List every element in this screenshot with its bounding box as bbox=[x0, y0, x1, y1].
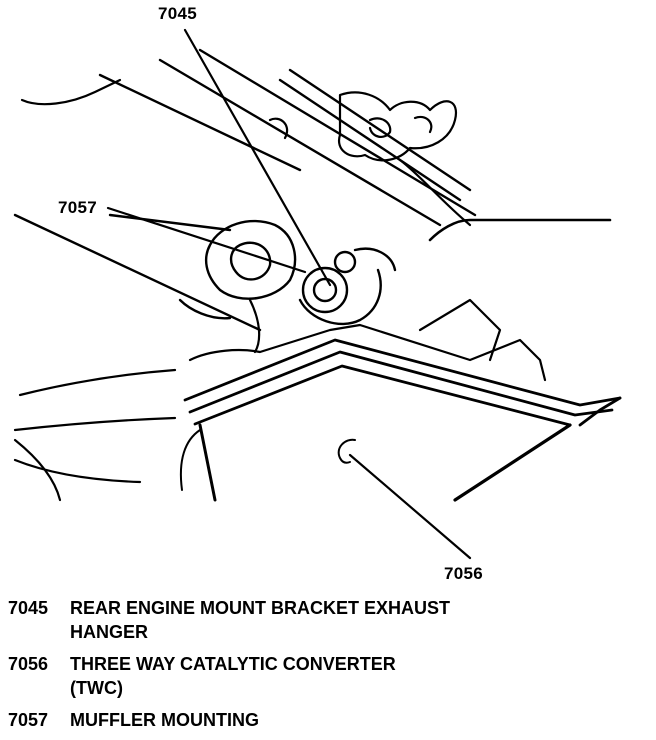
hanger-bracket bbox=[178, 219, 397, 326]
catalytic-converter bbox=[179, 338, 622, 502]
callout-7045: 7045 bbox=[158, 4, 198, 23]
engine-mount-detail bbox=[268, 91, 612, 242]
underbody-lines bbox=[13, 368, 177, 502]
mount-heat-shield bbox=[188, 298, 547, 382]
leader-7045 bbox=[183, 28, 332, 287]
legend-item: 7056 THREE WAY CATALYTIC CONVERTER (TWC) bbox=[8, 652, 648, 700]
exhaust-hanger-illustration bbox=[13, 28, 622, 560]
callout-7056: 7056 bbox=[444, 564, 484, 583]
frame-rails bbox=[13, 48, 477, 332]
body-contour-top bbox=[20, 78, 122, 106]
leader-7056 bbox=[348, 453, 472, 560]
legend-description: THREE WAY CATALYTIC CONVERTER (TWC) bbox=[70, 654, 396, 698]
legend-description: MUFFLER MOUNTING bbox=[70, 710, 259, 730]
converter-mark bbox=[337, 438, 356, 464]
legend-number: 7057 bbox=[8, 710, 49, 730]
legend-item: 7045 REAR ENGINE MOUNT BRACKET EXHAUST H… bbox=[8, 596, 648, 644]
parts-legend: 7045 REAR ENGINE MOUNT BRACKET EXHAUST H… bbox=[8, 596, 648, 740]
legend-description: REAR ENGINE MOUNT BRACKET EXHAUST HANGER bbox=[70, 598, 451, 642]
callout-7057: 7057 bbox=[58, 198, 98, 217]
legend-item: 7057 MUFFLER MOUNTING bbox=[8, 708, 648, 732]
leader-lines bbox=[106, 28, 472, 560]
legend-number: 7056 bbox=[8, 654, 49, 674]
legend-number: 7045 bbox=[8, 598, 49, 618]
leader-7057 bbox=[106, 206, 307, 274]
